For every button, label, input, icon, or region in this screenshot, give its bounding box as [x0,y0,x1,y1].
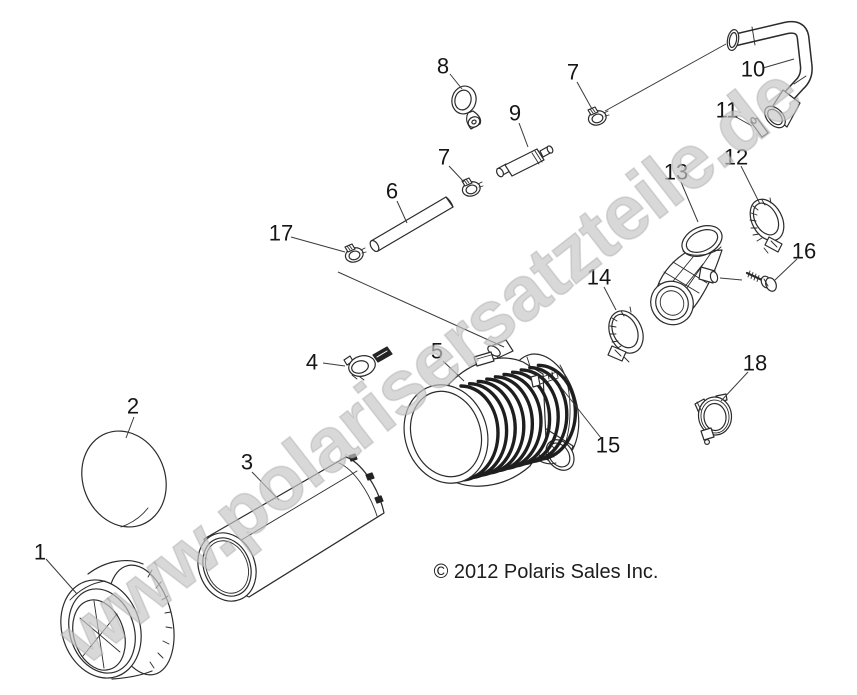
part-label-16: 16 [792,239,816,264]
leader-line-9 [518,122,529,148]
part-4-clamp-drawing [343,346,393,381]
part-6-tube-drawing [369,196,454,253]
part-label-13: 13 [664,160,688,185]
assembly-line-1 [604,43,727,112]
leader-line-11 [735,116,753,127]
leader-line-13 [680,181,699,223]
part-12-clamp-drawing [749,197,785,254]
part-label-7: 7 [438,145,450,170]
part-label-14: 14 [587,265,611,290]
part-7-clamp-upper-drawing [587,106,610,126]
leader-lines [45,58,798,595]
part-18-clamp-drawing [694,393,733,446]
leader-line-16 [774,258,798,281]
leader-line-14 [603,286,617,311]
part-label-11: 11 [716,98,739,123]
assembly-lines [337,43,743,348]
part-label-10: 10 [741,57,765,82]
part-17-clamp-drawing [344,243,367,263]
leader-line-7 [448,165,465,183]
part-label-5: 5 [431,339,443,364]
parts-artwork [60,20,813,680]
leader-line-15 [559,385,602,439]
part-label-4: 4 [306,350,318,375]
part-14-clamp-drawing [607,306,644,363]
watermark-text: www.polarisersatzteile.de [43,50,817,681]
part-10-hose-drawing [726,20,813,129]
leader-line-7 [576,81,593,110]
part-label-3: 3 [241,450,253,475]
leader-line-18 [720,371,749,402]
part-label-9: 9 [509,101,521,126]
part-2-seal-ring-drawing [81,430,167,528]
part-7-clamp-lower-drawing [461,177,484,197]
assembly-line-2 [337,271,505,348]
part-label-15: 15 [596,433,620,458]
leader-line-2 [125,416,135,439]
leader-line-8 [449,73,463,90]
leader-line-10 [762,58,795,69]
leader-line-6 [396,200,408,224]
part-label-18: 18 [743,351,767,376]
part-label-1: 1 [34,540,46,565]
part-11-pin-drawing [750,117,769,138]
part-13-duct-drawing [650,225,723,326]
copyright-text: © 2012 Polaris Sales Inc. [434,561,659,583]
part-8-cable-clamp-drawing [451,85,482,130]
part-9-valve-drawing [496,145,554,178]
part-label-2: 2 [127,394,139,419]
part-label-12: 12 [724,145,748,170]
leader-line-1 [45,558,78,595]
leader-line-3 [251,471,280,501]
part-15-clamp-detail [530,370,559,388]
leader-line-4 [322,362,346,367]
part-3-filter-element-drawing [197,453,385,602]
leader-line-12 [740,165,761,205]
part-1-cover-drawing [60,560,175,680]
part-16-screw-drawing [745,270,777,292]
part-label-7: 7 [567,60,579,85]
assembly-line-3 [719,277,743,281]
part-label-8: 8 [437,54,449,79]
part-label-17: 17 [269,221,293,246]
part-label-6: 6 [386,179,398,204]
part-5-airbox-drawing [403,339,580,487]
leader-line-5 [442,360,465,382]
leader-line-17 [290,236,346,253]
